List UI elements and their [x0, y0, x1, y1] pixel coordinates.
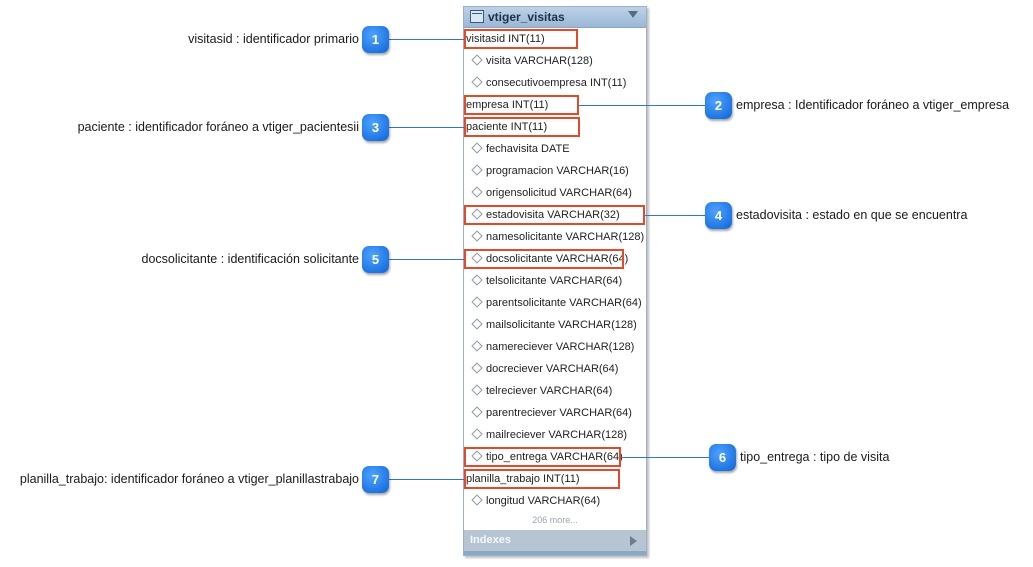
leader-line [645, 215, 705, 216]
collapse-triangle-icon[interactable] [628, 11, 638, 18]
column-row[interactable]: visitasid INT(11) [466, 30, 545, 48]
table-card[interactable]: vtiger_visitas visitasid INT(11) visita V… [463, 6, 647, 556]
column-diamond-icon [471, 54, 483, 66]
column-row[interactable]: namesolicitante VARCHAR(128) [470, 228, 644, 246]
indexes-section[interactable]: Indexes [464, 530, 646, 551]
callout-badge: 6 [709, 444, 736, 471]
table-icon [470, 10, 484, 23]
column-label: empresa INT(11) [466, 99, 549, 111]
callout-badge: 2 [705, 92, 732, 119]
column-label: docsolicitante VARCHAR(64) [486, 253, 629, 265]
column-label: origensolicitud VARCHAR(64) [486, 187, 632, 199]
column-label: longitud VARCHAR(64) [486, 495, 601, 507]
highlight-box [464, 29, 578, 49]
leader-line [621, 457, 709, 458]
callout-text: empresa : Identificador foráneo a vtiger… [736, 98, 1010, 112]
column-label: parentreciever VARCHAR(64) [486, 407, 632, 419]
highlight-box [464, 95, 579, 115]
column-label: telreciever VARCHAR(64) [486, 385, 613, 397]
column-label: mailreciever VARCHAR(128) [486, 429, 627, 441]
column-label: consecutivoempresa INT(11) [486, 77, 627, 89]
leader-line [389, 39, 464, 40]
column-row[interactable]: tipo_entrega VARCHAR(64) [470, 448, 623, 466]
column-row[interactable]: visita VARCHAR(128) [470, 52, 593, 70]
callout-text: planilla_trabajo: identificador foráneo … [19, 472, 359, 486]
column-label: visitasid INT(11) [466, 33, 545, 45]
table-title-bar[interactable]: vtiger_visitas [464, 7, 646, 28]
column-label: fechavisita DATE [486, 143, 570, 155]
column-label: telsolicitante VARCHAR(64) [486, 275, 623, 287]
column-diamond-icon [471, 274, 483, 286]
column-diamond-icon [471, 384, 483, 396]
column-diamond-icon [471, 362, 483, 374]
column-row[interactable]: mailreciever VARCHAR(128) [470, 426, 627, 444]
more-columns-link[interactable]: 206 more... [532, 515, 578, 525]
column-diamond-icon [471, 428, 483, 440]
column-diamond-icon [471, 406, 483, 418]
column-row[interactable]: docreciever VARCHAR(64) [470, 360, 618, 378]
column-label: docreciever VARCHAR(64) [486, 363, 619, 375]
indexes-label: Indexes [470, 534, 511, 546]
column-label: namesolicitante VARCHAR(128) [486, 231, 645, 243]
column-label: namereciever VARCHAR(128) [486, 341, 635, 353]
column-row[interactable]: paciente INT(11) [466, 118, 547, 136]
column-row[interactable]: programacion VARCHAR(16) [470, 162, 629, 180]
leader-line [389, 479, 464, 480]
column-row[interactable]: parentreciever VARCHAR(64) [470, 404, 632, 422]
column-row[interactable]: planilla_trabajo INT(11) [466, 470, 580, 488]
column-row[interactable]: fechavisita DATE [470, 140, 570, 158]
column-diamond-icon [471, 340, 483, 352]
column-label: visita VARCHAR(128) [486, 55, 593, 67]
callout-text: estadovisita : estado en que se encuentr… [736, 208, 968, 222]
column-label: programacion VARCHAR(16) [486, 165, 629, 177]
callout-badge: 5 [362, 246, 389, 273]
column-row[interactable]: docsolicitante VARCHAR(64) [470, 250, 628, 268]
highlight-box [464, 447, 621, 467]
column-diamond-icon [471, 494, 483, 506]
leader-line [389, 127, 464, 128]
column-diamond-icon [471, 318, 483, 330]
column-row[interactable]: longitud VARCHAR(64) [470, 492, 600, 510]
column-row[interactable]: origensolicitud VARCHAR(64) [470, 184, 632, 202]
column-diamond-icon [471, 296, 483, 308]
leader-line [579, 105, 705, 106]
column-diamond-icon [471, 230, 483, 242]
leader-line [389, 259, 464, 260]
column-row[interactable]: consecutivoempresa INT(11) [470, 74, 626, 92]
callout-badge: 7 [362, 466, 389, 493]
callout-badge: 3 [362, 114, 389, 141]
column-row[interactable]: empresa INT(11) [466, 96, 548, 114]
column-label: planilla_trabajo INT(11) [466, 473, 580, 485]
highlight-box [464, 469, 620, 489]
column-row[interactable]: telreciever VARCHAR(64) [470, 382, 612, 400]
column-row[interactable]: mailsolicitante VARCHAR(128) [470, 316, 637, 334]
callout-text: docsolicitante : identificación solicita… [141, 252, 359, 266]
highlight-box [464, 117, 580, 137]
callout-badge: 1 [362, 26, 389, 53]
column-label: parentsolicitante VARCHAR(64) [486, 297, 642, 309]
column-row[interactable]: parentsolicitante VARCHAR(64) [470, 294, 642, 312]
callout-text: paciente : identificador foráneo a vtige… [77, 120, 359, 134]
column-label: tipo_entrega VARCHAR(64) [486, 451, 623, 463]
column-label: mailsolicitante VARCHAR(128) [486, 319, 637, 331]
callout-text: visitasid : identificador primario [188, 32, 359, 46]
table-title: vtiger_visitas [488, 10, 565, 24]
callout-badge: 4 [705, 202, 732, 229]
highlight-box [464, 249, 624, 269]
callout-text: tipo_entrega : tipo de visita [740, 450, 890, 464]
column-diamond-icon [471, 186, 483, 198]
column-row[interactable]: namereciever VARCHAR(128) [470, 338, 634, 356]
column-diamond-icon [471, 164, 483, 176]
column-row[interactable]: estadovisita VARCHAR(32) [470, 206, 620, 224]
table-bottom-strip [464, 551, 646, 555]
column-label: paciente INT(11) [466, 121, 548, 133]
column-label: estadovisita VARCHAR(32) [486, 209, 620, 221]
column-diamond-icon [471, 142, 483, 154]
highlight-box [464, 205, 645, 225]
expand-arrow-icon[interactable] [630, 536, 637, 546]
column-diamond-icon [471, 76, 483, 88]
column-row[interactable]: telsolicitante VARCHAR(64) [470, 272, 622, 290]
